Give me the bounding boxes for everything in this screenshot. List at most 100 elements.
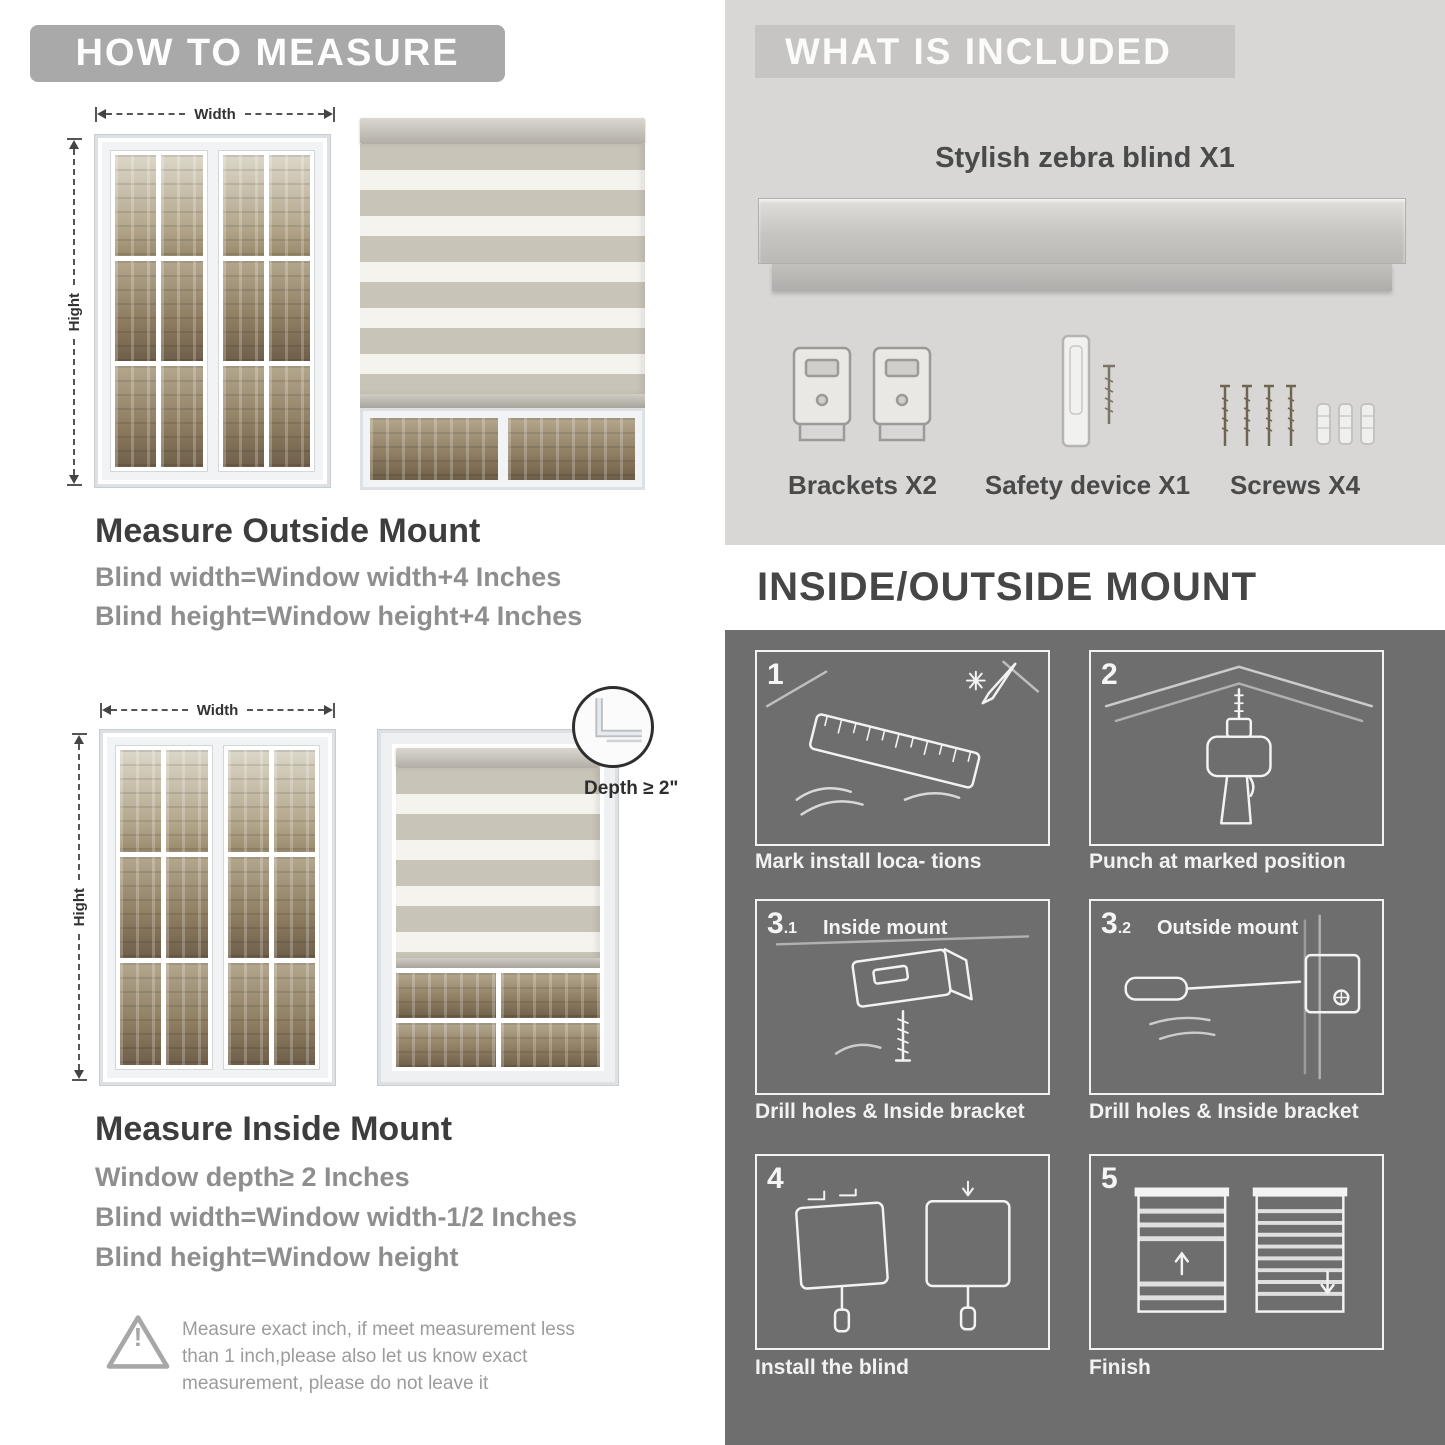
zebra-blind-valance-illustration [772, 264, 1392, 291]
mount-section-title: INSIDE/OUTSIDE MOUNT [757, 565, 1258, 609]
window-pane [115, 366, 157, 467]
step-3-1-illustration [775, 935, 1030, 1062]
inside-mount-blind-figure [378, 730, 618, 1085]
what-is-included-title: WHAT IS INCLUDED [785, 30, 1172, 72]
product-label: Stylish zebra blind X1 [935, 142, 1235, 174]
blind-stripes [360, 144, 645, 394]
blind-headrail [360, 118, 645, 144]
height-arrow-label: Hight [65, 292, 83, 332]
mount-section-header: INSIDE/OUTSIDE MOUNT [725, 545, 1445, 630]
window-pane [222, 366, 264, 467]
arrow-line [244, 113, 325, 115]
window-sash [115, 745, 213, 1070]
window-pane [396, 1022, 496, 1067]
outside-mount-title: Measure Outside Mount [95, 512, 481, 550]
step-3-2-caption: Drill holes & Inside bracket [1089, 1100, 1359, 1123]
window-pane [120, 856, 162, 959]
arrow-line [73, 339, 75, 476]
step-3-2-inner-label: Outside mount [1157, 917, 1299, 939]
arrow-tick [95, 106, 97, 122]
arrow-line [73, 149, 75, 285]
inside-mount-line-3: Blind height=Window height [95, 1242, 459, 1272]
window-pane [161, 260, 203, 362]
inside-mount-line-1: Window depth≥ 2 Inches [95, 1162, 410, 1192]
window-sash [222, 745, 320, 1070]
step-1-caption: Mark install loca- tions [755, 850, 982, 873]
arrow-head-left-icon [102, 705, 111, 715]
arrow-tick [333, 106, 336, 122]
arrow-line [78, 744, 80, 880]
window-pane [227, 963, 269, 1065]
arrow-tick [71, 733, 87, 735]
brackets-label: Brackets X2 [788, 470, 937, 500]
window-pane [500, 973, 600, 1018]
window-pane [370, 418, 498, 480]
safety-device-label: Safety device X1 [984, 470, 1191, 500]
depth-label: Depth ≥ 2" [584, 778, 679, 799]
arrow-head-left-icon [97, 109, 106, 119]
step-3-1-panel: 3.1 Inside mount [755, 899, 1050, 1095]
window-photo-outside [95, 135, 330, 487]
width-arrow: Width [95, 105, 336, 123]
window-pane [273, 750, 315, 852]
arrow-head-down-icon [74, 1070, 84, 1080]
width-arrow-label: Width [194, 105, 236, 123]
outside-mount-line-1: Blind width=Window width+4 Inches [95, 562, 562, 592]
window-sash [110, 150, 208, 472]
arrow-tick [66, 138, 82, 140]
outside-mount-line-2: Blind height=Window height+4 Inches [95, 601, 583, 631]
zebra-blind-headrail-illustration [758, 198, 1406, 264]
step-3-1-inner-label: Inside mount [823, 917, 948, 939]
window-photo-inside [100, 730, 335, 1085]
inside-mount-title: Measure Inside Mount [95, 1110, 453, 1148]
step-number: 2 [1101, 658, 1118, 691]
arrow-tick [66, 484, 82, 487]
warning-exclamation: ! [133, 1322, 143, 1352]
step-5-illustration [1134, 1187, 1348, 1313]
arrow-line [78, 934, 80, 1071]
step-1-illustration [765, 660, 1040, 816]
depth-zoom-circle [572, 686, 654, 768]
window-pane [268, 366, 310, 467]
how-to-measure-title: HOW TO MEASURE [75, 32, 460, 74]
arrow-tick [71, 1079, 87, 1082]
height-arrow: Hight [71, 733, 88, 1082]
window-pane [115, 155, 157, 256]
window-pane [396, 973, 496, 1018]
window-pane [273, 963, 315, 1065]
step-5-panel: 5 [1089, 1154, 1384, 1350]
window-under-blind [360, 408, 645, 490]
inside-mount-blind-inner [392, 744, 604, 1071]
window-sash [217, 150, 315, 472]
arrow-line [111, 709, 188, 711]
step-3-1-caption: Drill holes & Inside bracket [755, 1100, 1025, 1123]
window-pane [120, 750, 162, 852]
warning-line-1: Measure exact inch, if meet measurement … [182, 1319, 575, 1340]
arrow-line [106, 113, 186, 115]
window-pane [268, 155, 310, 256]
arrow-head-right-icon [324, 705, 334, 715]
window-pane [161, 366, 203, 467]
window-pane [166, 963, 208, 1065]
arrow-tick [333, 702, 336, 718]
step-2-caption: Punch at marked position [1089, 850, 1346, 873]
step-1-panel: 1 [755, 650, 1050, 846]
warning-line-2: than 1 inch,please also let us know exac… [182, 1346, 528, 1367]
blind-bottom-rail [396, 958, 600, 968]
window-pane [273, 856, 315, 959]
screws-icon [1215, 378, 1383, 462]
step-number: 1 [767, 658, 784, 691]
window-pane [507, 418, 635, 480]
how-to-measure-header: HOW TO MEASURE [30, 25, 505, 82]
step-2-panel: 2 [1089, 650, 1384, 846]
step-2-illustration [1104, 665, 1374, 825]
window-pane [166, 856, 208, 959]
blind-bottom-rail [360, 394, 645, 408]
inside-mount-line-2: Blind width=Window width-1/2 Inches [95, 1202, 578, 1232]
step-4-illustration [795, 1180, 1011, 1333]
arrow-head-up-icon [69, 140, 79, 149]
window-pane [222, 260, 264, 362]
window-panes-below-blind [396, 968, 600, 1067]
blind-stripes [396, 768, 600, 958]
warning-note: Measure exact inch, if meet measurement … [182, 1316, 575, 1397]
